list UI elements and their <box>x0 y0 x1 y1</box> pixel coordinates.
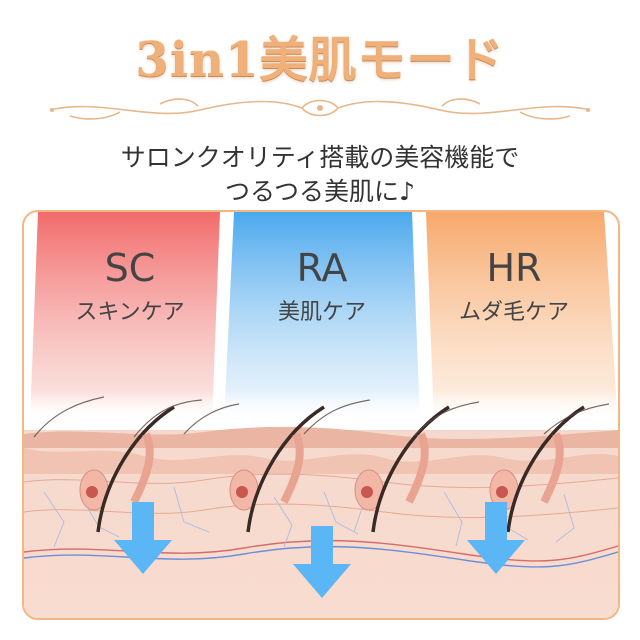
beam-ra <box>224 212 420 422</box>
illustration-frame: SC スキンケア RA 美肌ケア HR ムダ毛ケア <box>22 210 620 620</box>
mode-name-hr: ムダ毛ケア <box>458 300 569 325</box>
mode-code-hr: HR <box>486 246 542 290</box>
beam-hr <box>426 212 618 422</box>
hair-follicles <box>33 396 610 533</box>
ornament-divider <box>49 98 591 120</box>
mode-name-sc: スキンケア <box>75 300 185 325</box>
skin-illustration <box>24 212 618 618</box>
subtitle-line-2: つるつる美肌に♪ <box>225 177 415 206</box>
arrow-down-icon <box>293 526 351 598</box>
arrow-down-icon <box>114 502 172 574</box>
mode-code-sc: SC <box>104 246 156 290</box>
mode-name-ra: 美肌ケア <box>277 300 366 325</box>
mode-code-ra: RA <box>296 246 348 290</box>
page-title: 3in1美肌モード <box>135 32 505 88</box>
beam-sc <box>30 212 220 422</box>
arrow-down-icon <box>467 502 525 574</box>
subtitle-line-1: サロンクオリティ搭載の美容機能で <box>120 143 520 172</box>
